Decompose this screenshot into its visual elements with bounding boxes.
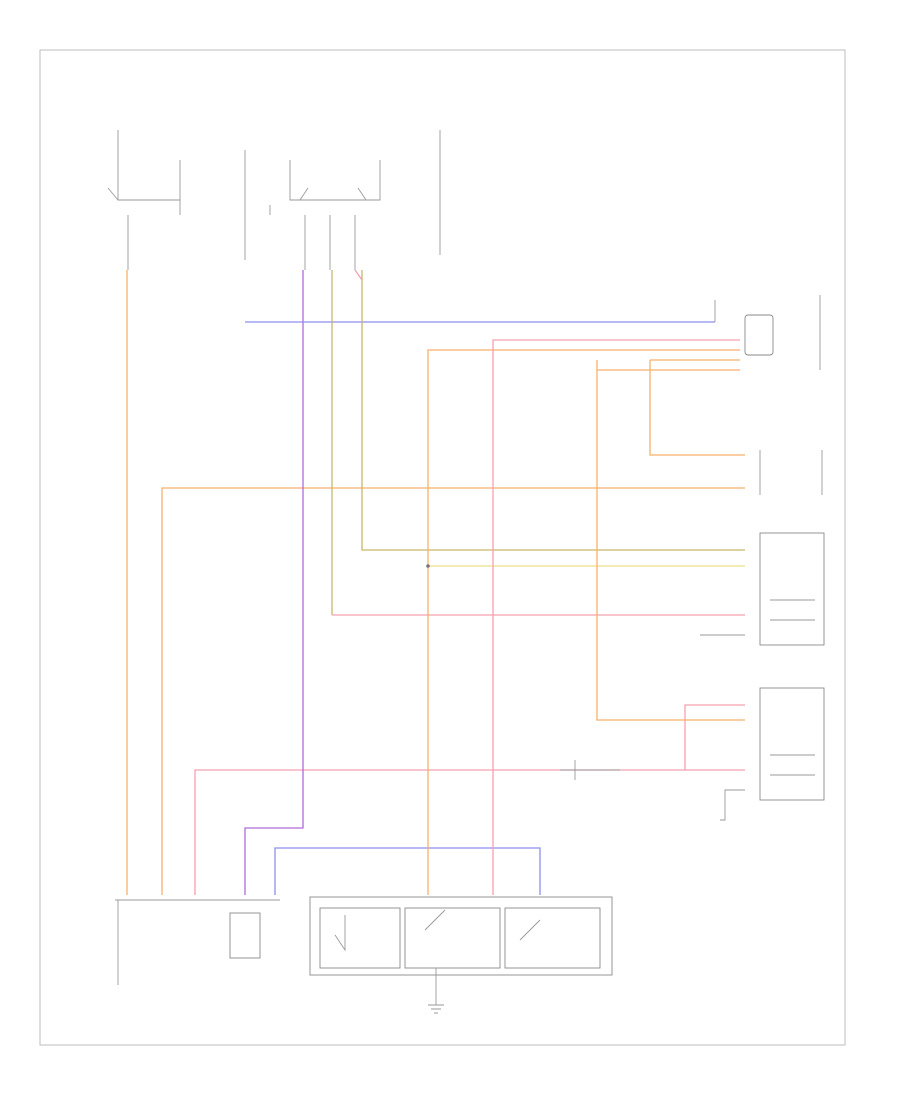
wire-purple <box>244 270 304 895</box>
diagram-frame <box>39 49 846 1046</box>
wire-pink-center <box>492 339 740 895</box>
wire-pink-left-headlight <box>194 769 745 895</box>
fuse-relay-area <box>107 130 441 270</box>
combination-switch-box <box>309 896 613 976</box>
wire-orange-cruise-upper <box>649 360 745 456</box>
wire-pink-top <box>354 269 363 281</box>
wire-orange-center <box>427 349 740 895</box>
wire-orange-left-headlight <box>596 360 745 721</box>
wires <box>126 269 745 895</box>
right-components <box>560 295 825 821</box>
bottom-switch-area <box>115 896 613 1014</box>
wire-olive-2 <box>361 270 745 551</box>
right-headlight-box <box>759 532 825 646</box>
left-headlight-box <box>759 687 825 801</box>
dimmer-relay-box <box>229 912 261 959</box>
wire-blue-bottom <box>274 847 541 895</box>
wire-orange-cruise <box>161 487 745 895</box>
wire-pink-left-upper <box>684 704 745 770</box>
